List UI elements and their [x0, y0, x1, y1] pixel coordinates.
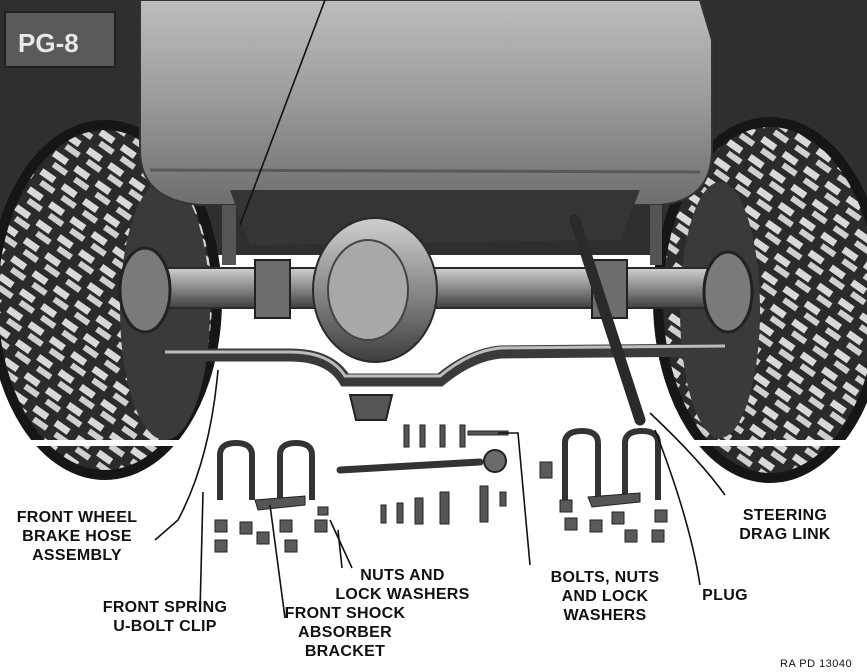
- tie-rod: [158, 343, 732, 387]
- wrench: [336, 458, 484, 474]
- nuts-washers: [214, 461, 668, 553]
- label-steering-drag-link: STEERING DRAG LINK: [739, 507, 831, 543]
- plate-text: PG-8: [18, 28, 79, 58]
- steering-drag-link-part: [569, 214, 646, 426]
- label-front-spring-u-bolt-clip: FRONT SPRING U-BOLT CLIP: [102, 599, 228, 635]
- label-front-shock-absorber-bracket: FRONT SHOCK ABSORBER BRACKET: [284, 605, 406, 660]
- leader-lines: [154, 0, 726, 619]
- shock-bracket-left: [254, 495, 306, 511]
- license-plate: PG-8: [4, 11, 116, 68]
- label-plug: PLUG: [702, 587, 748, 604]
- fuel-tank: [139, 0, 713, 206]
- u-bolts-left: [217, 439, 315, 500]
- bolts-row: [380, 424, 509, 525]
- label-bolts-nuts-and-lock-washers: BOLTS, NUTS AND LOCK WASHERS: [550, 569, 660, 624]
- u-bolts-right: [562, 427, 661, 500]
- shock-bracket-right: [587, 492, 641, 508]
- reference-code: RA PD 13040: [780, 658, 853, 670]
- label-nuts-and-lock-washers: NUTS AND LOCK WASHERS: [335, 567, 470, 603]
- label-front-wheel-brake-hose-assembly: FRONT WHEEL BRAKE HOSE ASSEMBLY: [16, 509, 138, 564]
